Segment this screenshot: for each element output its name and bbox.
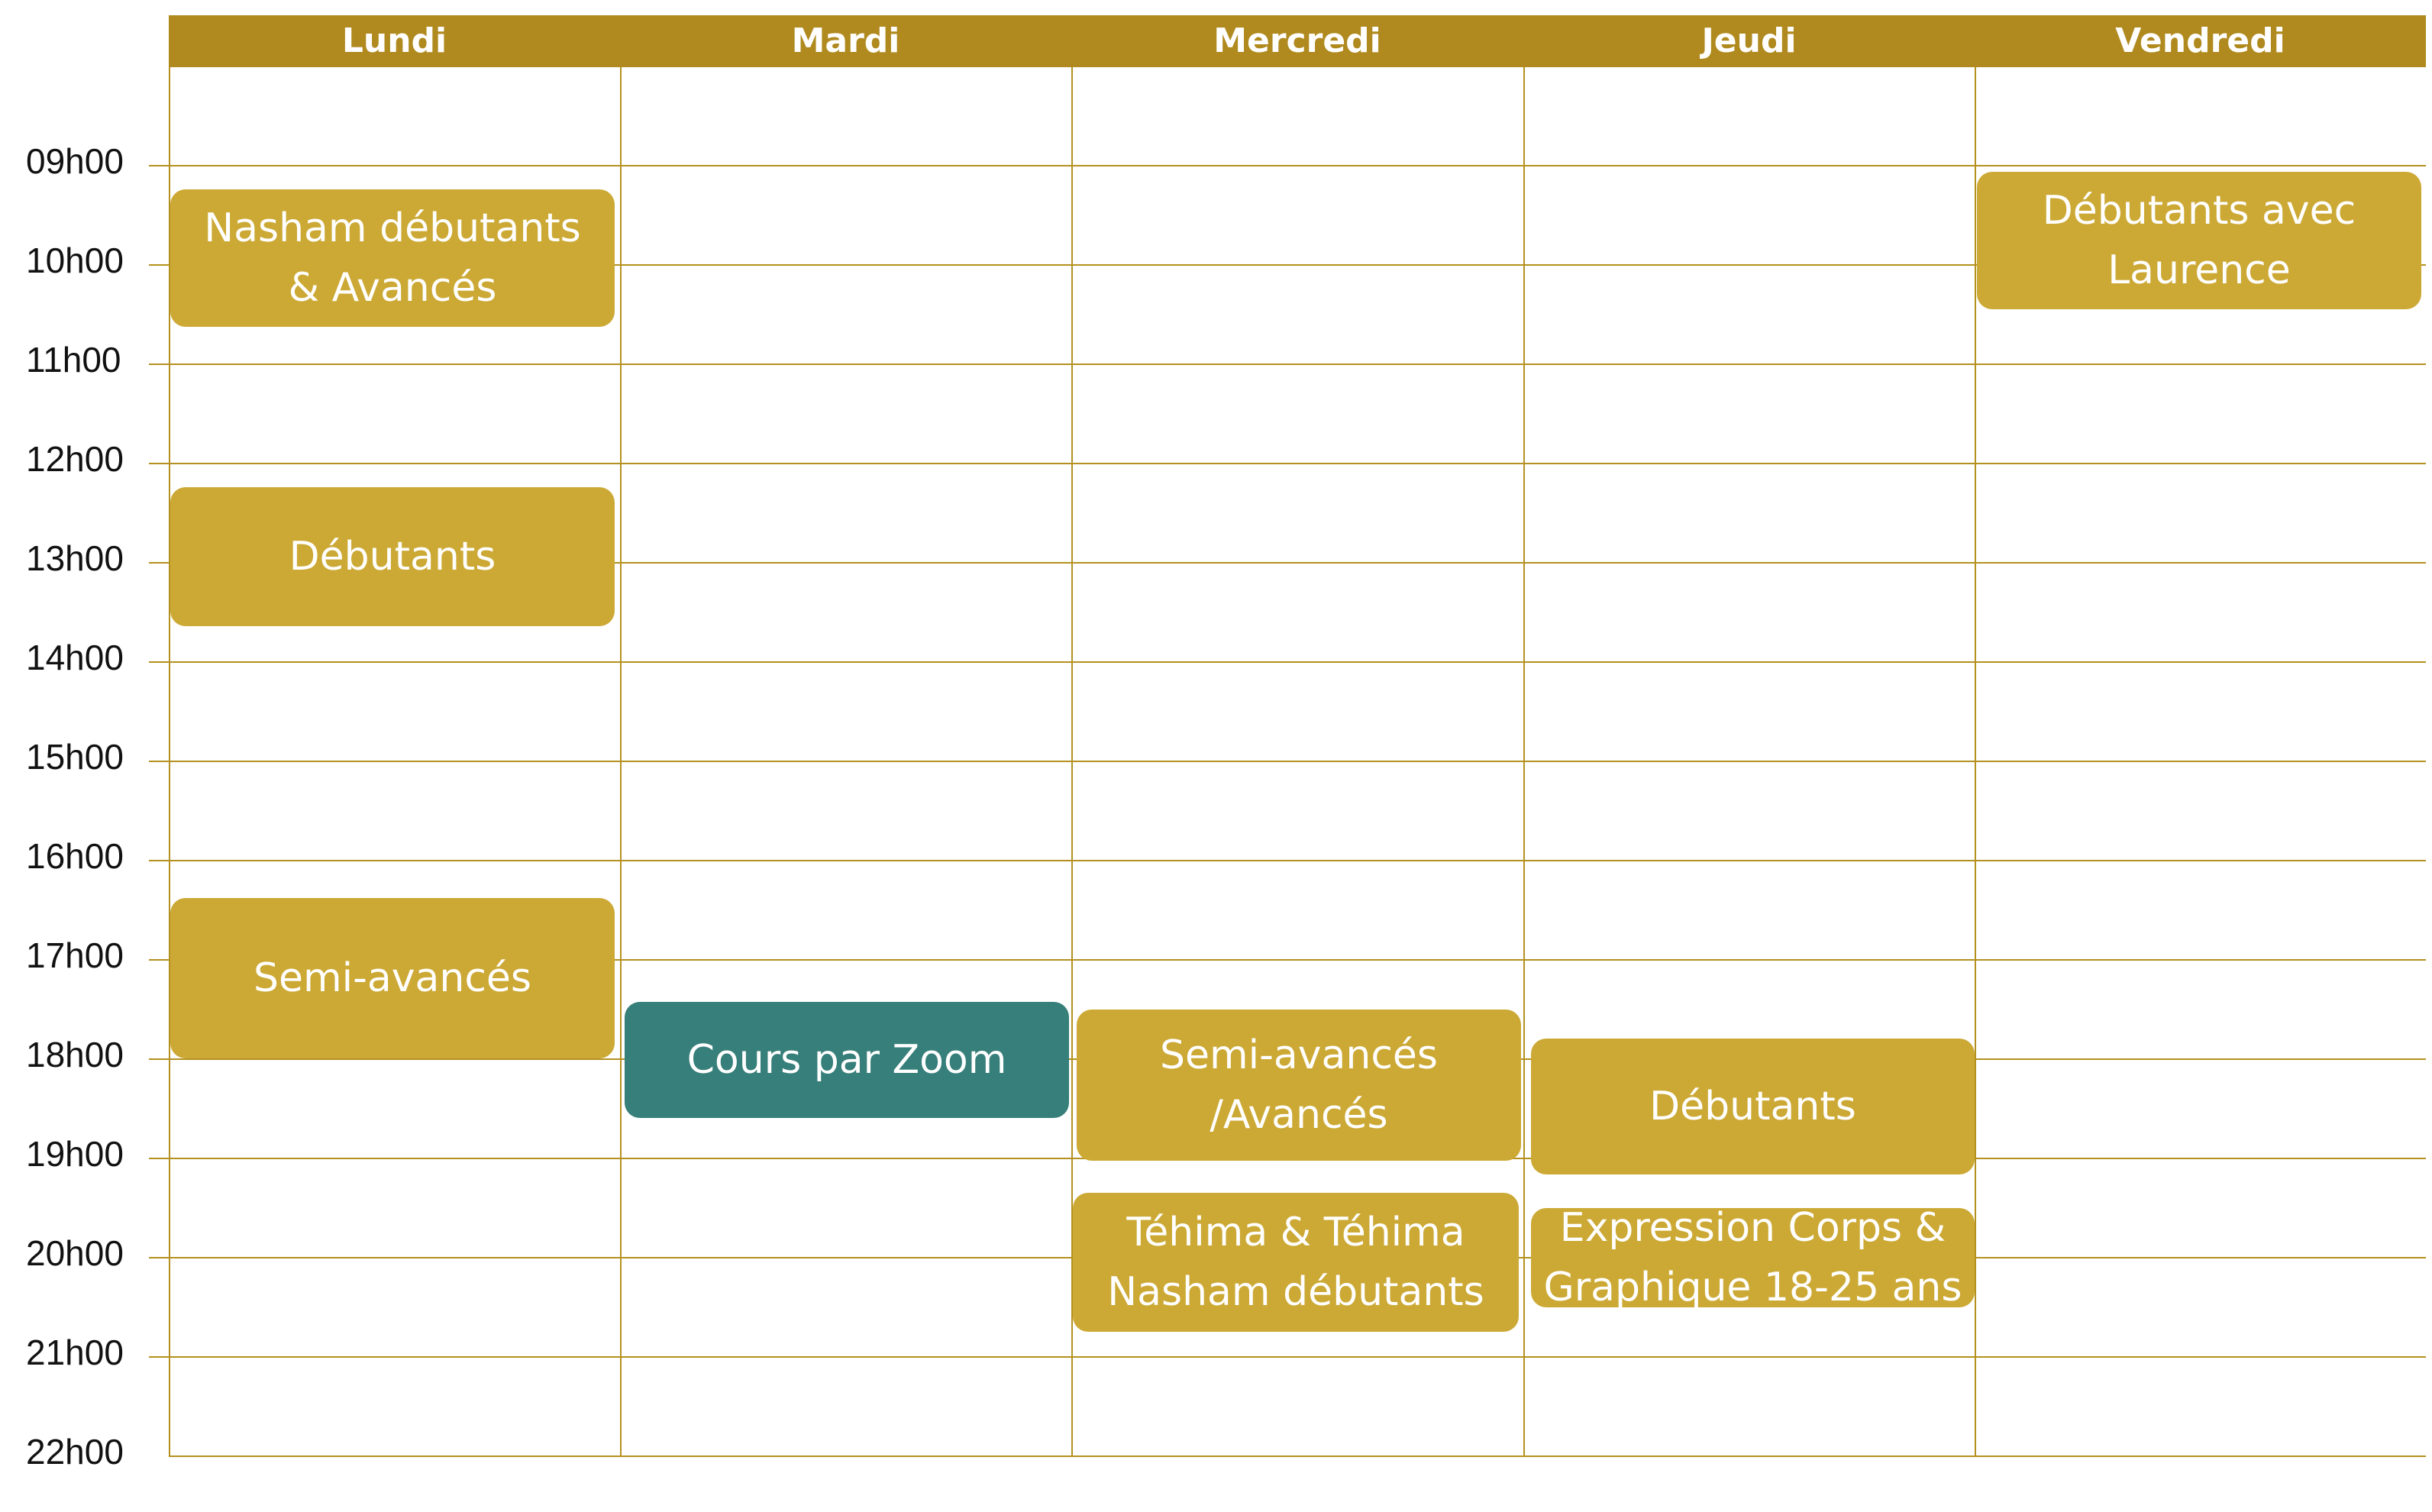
time-label: 10h00 (26, 241, 124, 280)
grid-column-line (1523, 67, 1525, 1457)
day-header-lundi: Lundi (341, 21, 447, 60)
time-label: 19h00 (26, 1134, 124, 1174)
grid-line (169, 562, 2426, 564)
day-header-jeudi: Jeudi (1701, 21, 1797, 60)
time-label: 12h00 (26, 439, 124, 479)
grid-line (169, 860, 2426, 861)
hour-tick (149, 562, 170, 564)
event-block-mercredi-semi-avances[interactable]: Semi-avancés /Avancés (1077, 1010, 1521, 1161)
hour-tick (149, 1158, 170, 1159)
grid-column-line (169, 67, 170, 1457)
hour-tick (149, 661, 170, 663)
hour-tick (149, 1058, 170, 1060)
grid-line (169, 761, 2426, 762)
grid-line (169, 1455, 2426, 1457)
hour-tick (149, 860, 170, 861)
day-header-vendredi: Vendredi (2115, 21, 2285, 60)
time-label: 22h00 (26, 1432, 124, 1472)
time-label: 17h00 (26, 935, 124, 975)
grid-line (169, 363, 2426, 365)
hour-tick (149, 363, 170, 365)
time-label: 20h00 (26, 1233, 124, 1273)
hour-tick (149, 1356, 170, 1358)
day-header-bar (169, 15, 2426, 67)
hour-tick (149, 761, 170, 762)
hour-tick (149, 463, 170, 464)
hour-tick (149, 264, 170, 266)
time-label: 21h00 (26, 1333, 124, 1372)
time-label: 16h00 (26, 836, 124, 876)
day-header-mercredi: Mercredi (1213, 21, 1381, 60)
event-block-lundi-debutants[interactable]: Débutants (170, 487, 615, 626)
time-label: 09h00 (26, 141, 124, 181)
grid-line (169, 959, 2426, 961)
event-block-jeudi-debutants[interactable]: Débutants (1531, 1039, 1975, 1174)
event-block-mardi-zoom[interactable]: Cours par Zoom (625, 1002, 1069, 1118)
event-block-lundi-semi-avances[interactable]: Semi-avancés (170, 898, 615, 1058)
event-block-jeudi-expression[interactable]: Expression Corps & Graphique 18-25 ans (1531, 1205, 1975, 1310)
hour-tick (149, 165, 170, 166)
time-label: 15h00 (26, 737, 124, 777)
grid-column-line (620, 67, 622, 1457)
time-label: 14h00 (26, 638, 124, 677)
time-label: 18h00 (26, 1035, 124, 1074)
event-block-lundi-nasham[interactable]: Nasham débutants & Avancés (170, 189, 615, 327)
grid-column-line (1975, 67, 1976, 1457)
hour-tick (149, 959, 170, 961)
grid-line (169, 264, 2426, 266)
hour-tick (149, 1257, 170, 1258)
event-block-mercredi-tehima[interactable]: Téhima & Téhima Nasham débutants (1073, 1193, 1519, 1332)
day-header-mardi: Mardi (791, 21, 900, 60)
time-label: 11h00 (26, 340, 121, 380)
grid-line (169, 463, 2426, 464)
event-block-vendredi-debutants[interactable]: Débutants avec Laurence (1977, 172, 2421, 309)
grid-line (169, 1356, 2426, 1358)
grid-line (169, 661, 2426, 663)
grid-line (169, 165, 2426, 166)
time-label: 13h00 (26, 538, 124, 578)
grid-column-line (1071, 67, 1073, 1457)
